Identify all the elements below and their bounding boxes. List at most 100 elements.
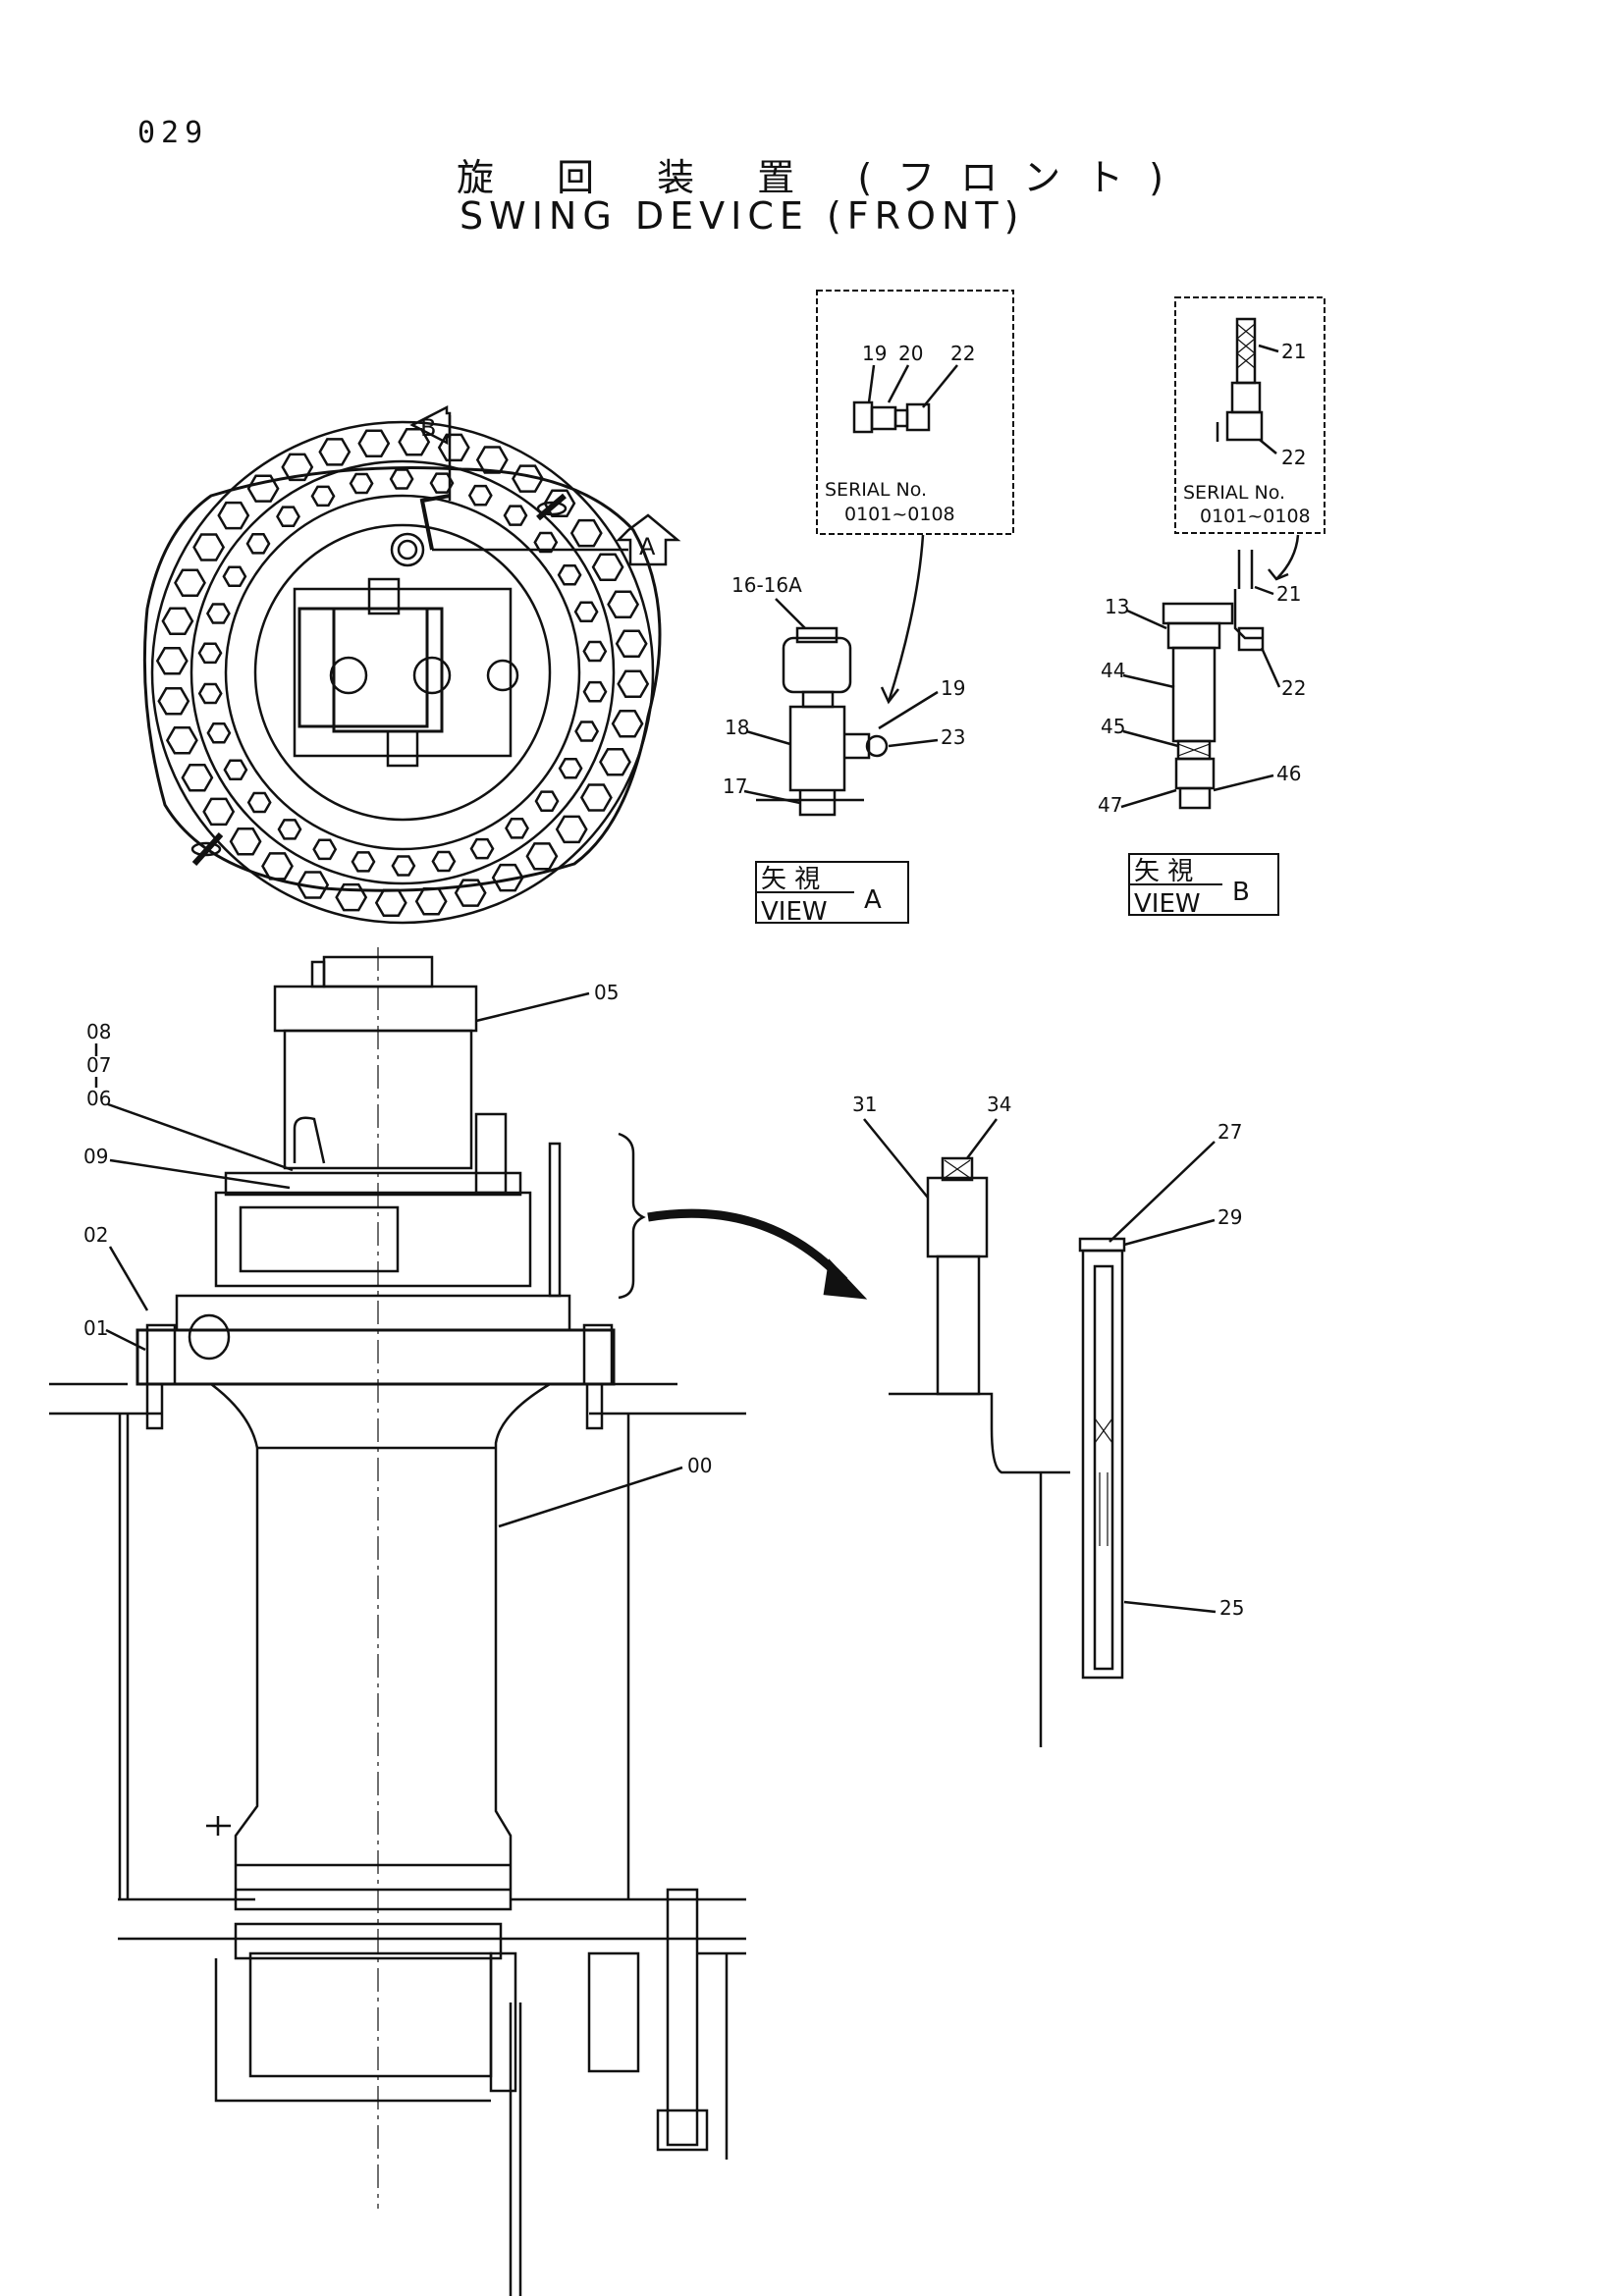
bolt-head [349,472,374,495]
inset-b-serial-box: 21 22 SERIAL No. 0101~0108 [1174,296,1325,581]
svg-text:矢 視: 矢 視 [1134,857,1193,886]
svg-text:19: 19 [862,342,887,365]
bolt-head [467,484,493,507]
svg-text:SERIAL No.: SERIAL No. [1183,482,1285,504]
bolt-head [454,879,487,907]
side-detail-right: 31 34 27 29 25 [852,1093,1244,1747]
svg-text:27: 27 [1217,1120,1242,1144]
bolt-head [312,838,338,861]
bolt-head [206,721,232,744]
svg-text:46: 46 [1276,762,1301,785]
svg-text:矢 視: 矢 視 [761,865,820,894]
bolt-head [573,601,599,623]
main-side-view: 05 08 07 06 09 02 01 00 [49,947,868,2296]
inset-a-serial-box: 19 20 22 SERIAL No. 0101~0108 [816,290,1014,705]
bolt-head [437,433,470,462]
bolt-head [558,757,583,779]
bolt-head [599,748,631,776]
outer-bolt-ring [155,428,650,917]
bolt-head [607,590,640,619]
svg-text:22: 22 [1281,676,1306,700]
bolt-head [165,725,198,755]
svg-text:00: 00 [687,1454,712,1477]
svg-text:A: A [864,885,882,915]
bolt-head [155,647,189,675]
bolt-head [351,851,376,873]
top-view-assembly [142,420,662,925]
svg-text:16-16A: 16-16A [731,573,802,597]
bolt-head [335,882,368,912]
bolt-head [246,791,272,814]
bolt-head [431,850,457,873]
bolt-head [582,640,608,663]
bolt-head [276,506,300,527]
bolt-head [591,553,624,582]
svg-text:VIEW: VIEW [1134,889,1201,919]
svg-text:01: 01 [83,1316,108,1340]
bolt-head [429,472,455,494]
bolt-head [157,686,190,716]
svg-text:21: 21 [1276,582,1301,606]
svg-text:02: 02 [83,1223,108,1247]
view-b-label: 矢 視 VIEW B [1128,853,1279,919]
bolt-head [534,790,560,812]
svg-text:0101~0108: 0101~0108 [844,504,955,525]
bolt-head [617,669,650,698]
svg-text:20: 20 [898,342,923,365]
title-english: SWING DEVICE (FRONT) [460,194,1025,238]
svg-text:34: 34 [987,1093,1011,1116]
bolt-head [374,888,407,917]
bolt-head [318,438,352,466]
bolt-head [569,518,603,548]
svg-text:13: 13 [1105,595,1129,618]
bolt-head [357,429,391,458]
bolt-head [205,603,231,624]
bolt-head [161,607,194,635]
svg-text:B: B [1232,878,1250,907]
bolt-head [579,783,613,812]
view-a-label: 矢 視 VIEW A [755,861,909,927]
inner-bolt-ring [197,468,608,877]
svg-text:45: 45 [1101,715,1125,738]
bolt-head [202,797,236,827]
svg-text:19: 19 [941,676,965,700]
bolt-head [229,828,262,856]
bolt-head [491,863,524,892]
svg-text:23: 23 [941,725,965,749]
bolt-head [181,763,214,792]
page-number: 029 [137,116,209,150]
svg-text:22: 22 [950,342,975,365]
bolt-head [277,819,302,840]
bolt-head [469,837,495,860]
bolt-head [261,852,294,881]
bolt-head [197,642,223,665]
view-a-detail: 16-16A 18 17 19 23 矢 視 VIEW A [723,573,965,927]
svg-text:47: 47 [1098,793,1122,817]
svg-text:A: A [639,533,656,561]
bolt-head [297,871,330,899]
svg-text:29: 29 [1217,1205,1242,1229]
bolt-head [555,815,588,844]
bolt-head [611,710,644,738]
bolt-head [582,680,608,703]
svg-text:18: 18 [725,716,749,739]
svg-text:07: 07 [86,1053,111,1077]
bolt-head [414,886,448,916]
title-japanese: 旋 回 装 置 (フロント) [457,156,1189,199]
view-b-callout: B [409,404,452,501]
bolt-head [557,563,582,586]
bolt-head [245,533,271,555]
svg-text:17: 17 [723,774,747,798]
bolt-head [389,468,414,490]
bolt-head [475,446,509,474]
bolt-head [574,721,600,742]
bolt-head [533,531,559,554]
bolt-head [310,485,336,507]
bolt-head [197,682,223,705]
svg-text:09: 09 [83,1145,108,1168]
svg-text:06: 06 [86,1087,111,1110]
svg-text:25: 25 [1219,1596,1244,1620]
svg-text:SERIAL No.: SERIAL No. [825,479,927,501]
svg-text:08: 08 [86,1020,111,1043]
